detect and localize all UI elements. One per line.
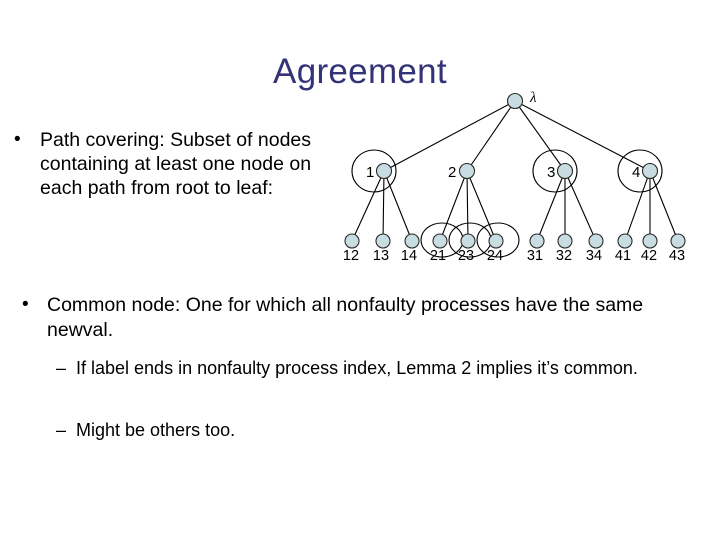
bullet-marker-icon: • bbox=[22, 294, 29, 315]
tree-leaf-14-label: 14 bbox=[401, 248, 417, 264]
tree-leaf-14[interactable] bbox=[404, 233, 420, 249]
tree-leaf-21-label: 21 bbox=[430, 248, 446, 264]
path-covering-tree-diagram: λ 1 2 3 4 12 13 14 bbox=[330, 84, 720, 268]
bullet-common-node: • Common node: One for which all nonfaul… bbox=[22, 293, 708, 343]
tree-leaf-31-label: 31 bbox=[527, 248, 543, 264]
tree-leaf-edges bbox=[351, 170, 679, 242]
tree-leaf-12[interactable] bbox=[344, 233, 360, 249]
tree-leaf-13-label: 13 bbox=[373, 248, 389, 264]
subbullet-lemma-implies: – If label ends in nonfaulty process ind… bbox=[56, 356, 708, 381]
tree-leaf-32[interactable] bbox=[557, 233, 573, 249]
path-covering-selection-ellipses bbox=[351, 149, 663, 258]
edge-2-24 bbox=[466, 170, 497, 242]
dash-marker-icon: – bbox=[56, 358, 67, 378]
tree-node-4[interactable] bbox=[641, 162, 659, 180]
tree-leaf-31[interactable] bbox=[529, 233, 545, 249]
tree-node-1-label: 1 bbox=[366, 164, 374, 181]
tree-root-edges bbox=[383, 100, 651, 172]
tree-leaf-24-label: 24 bbox=[487, 248, 503, 264]
edge-root-1 bbox=[383, 100, 516, 172]
bullet-path-covering: • Path covering: Subset of nodes contain… bbox=[14, 128, 332, 200]
tree-leaf-41[interactable] bbox=[617, 233, 633, 249]
tree-leaf-13[interactable] bbox=[375, 233, 391, 249]
tree-node-3-label: 3 bbox=[547, 164, 555, 181]
edge-1-12 bbox=[351, 170, 385, 242]
subbullet-others-text: Might be others too. bbox=[76, 420, 236, 440]
tree-leaf-42-label: 42 bbox=[641, 248, 657, 264]
edge-2-23 bbox=[466, 170, 469, 242]
bullet-common-node-text: Common node: One for which all nonfaulty… bbox=[47, 294, 644, 341]
tree-leaf-23[interactable] bbox=[460, 233, 476, 249]
edge-root-3 bbox=[514, 100, 566, 172]
edge-3-34 bbox=[564, 170, 597, 242]
bullet-path-covering-text: Path covering: Subset of nodes containin… bbox=[40, 129, 312, 199]
subbullet-might-be-others: – Might be others too. bbox=[56, 418, 708, 443]
edge-3-31 bbox=[536, 170, 566, 242]
tree-leaf-23-label: 23 bbox=[458, 248, 474, 264]
dash-marker-icon: – bbox=[56, 420, 67, 440]
tree-leaf-41-label: 41 bbox=[615, 248, 631, 264]
tree-node-1[interactable] bbox=[375, 162, 393, 180]
tree-leaf-21[interactable] bbox=[432, 233, 448, 249]
cover-ellipse-node-3 bbox=[532, 149, 578, 193]
bullet-marker-icon: • bbox=[14, 129, 21, 150]
tree-leaf-34[interactable] bbox=[588, 233, 604, 249]
tree-leaf-12-label: 12 bbox=[343, 248, 359, 264]
cover-ellipse-node-1 bbox=[351, 149, 397, 193]
tree-node-root-label: λ bbox=[529, 90, 537, 106]
tree-node-3[interactable] bbox=[556, 162, 574, 180]
cover-ellipse-leaf-24 bbox=[476, 222, 520, 258]
tree-node-2[interactable] bbox=[458, 162, 476, 180]
cover-ellipse-node-4 bbox=[617, 149, 663, 193]
edge-1-13 bbox=[382, 170, 385, 242]
tree-leaf-43-label: 43 bbox=[669, 248, 685, 264]
page-title: Agreement bbox=[273, 52, 447, 91]
tree-leaf-34-label: 34 bbox=[586, 248, 602, 264]
edge-2-21 bbox=[439, 170, 468, 242]
tree-node-root[interactable] bbox=[506, 92, 524, 110]
edge-4-43 bbox=[649, 170, 679, 242]
tree-leaf-24[interactable] bbox=[488, 233, 504, 249]
edge-1-14 bbox=[383, 170, 413, 242]
edge-root-4 bbox=[514, 100, 651, 172]
subbullet-lemma-text: If label ends in nonfaulty process index… bbox=[76, 358, 638, 378]
tree-leaf-42[interactable] bbox=[642, 233, 658, 249]
tree-leaf-43[interactable] bbox=[670, 233, 686, 249]
edge-root-2 bbox=[466, 100, 516, 172]
tree-leaf-32-label: 32 bbox=[556, 248, 572, 264]
edge-4-41 bbox=[624, 170, 651, 242]
tree-node-4-label: 4 bbox=[632, 164, 640, 181]
tree-node-2-label: 2 bbox=[448, 164, 456, 181]
